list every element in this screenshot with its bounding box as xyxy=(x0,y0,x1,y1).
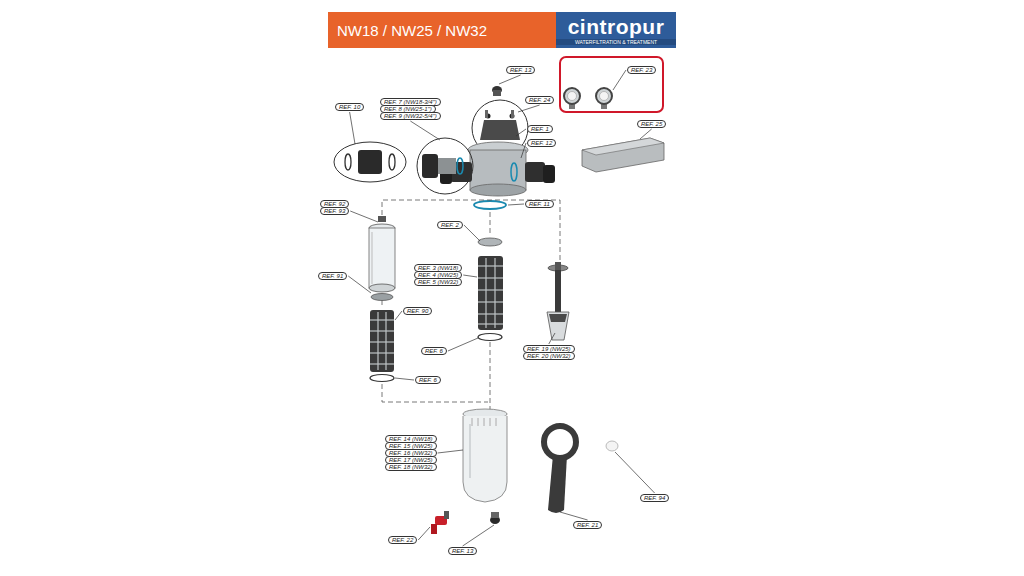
leader-line xyxy=(640,129,652,139)
callout-text: REF. 13 xyxy=(452,548,473,554)
leader-line xyxy=(615,452,655,493)
o-ring xyxy=(474,201,506,209)
callout-label: REF. 6 xyxy=(415,376,441,384)
leader-line xyxy=(508,204,524,205)
spindle-assembly xyxy=(547,262,569,340)
leader-line xyxy=(348,276,371,293)
leader-line xyxy=(410,121,440,140)
spanner xyxy=(544,426,576,513)
clear-cartridge xyxy=(369,216,395,301)
callout-text: REF. 91 xyxy=(322,273,343,279)
leader-line xyxy=(464,225,480,241)
leader-line xyxy=(395,311,402,320)
callout-text: REF. 24 xyxy=(529,97,550,103)
leader-line xyxy=(463,275,477,277)
callout-label: REF. 13 xyxy=(448,547,477,555)
callout-label: REF. 5 (NW32) xyxy=(414,278,462,286)
mesh-cartridge xyxy=(370,310,394,382)
callout-text: REF. 93 xyxy=(324,208,345,214)
callout-text: REF. 21 xyxy=(577,522,598,528)
leader-line xyxy=(448,338,478,351)
callout-text: REF. 9 (NW32-5/4") xyxy=(384,113,437,119)
callout-text: REF. 22 xyxy=(392,537,413,543)
callout-label: REF. 11 xyxy=(525,200,554,208)
highlight-frame xyxy=(560,57,663,112)
leader-line xyxy=(613,70,626,90)
callout-text: REF. 20 (NW32) xyxy=(527,353,571,359)
callout-text: REF. 11 xyxy=(529,201,550,207)
callout-label: REF. 10 xyxy=(335,103,364,111)
plug xyxy=(492,86,502,96)
cap xyxy=(606,441,618,451)
callout-label: REF. 20 (NW32) xyxy=(523,352,575,360)
callout-text: REF. 18 (NW32) xyxy=(389,464,433,470)
leader-line xyxy=(499,75,521,84)
filter-head xyxy=(440,100,555,196)
callout-text: REF. 6 xyxy=(419,377,437,383)
title-text: cintropur xyxy=(568,15,665,39)
callout-label: REF. 94 xyxy=(640,494,669,502)
callout-label: REF. 93 xyxy=(320,207,349,215)
callout-label: REF. 23 xyxy=(627,66,656,74)
drain-valve xyxy=(431,511,449,534)
callout-label: REF. 13 xyxy=(506,66,535,74)
leader-line xyxy=(560,512,588,520)
callout-label: REF. 90 xyxy=(403,307,432,315)
leader-line xyxy=(438,450,463,453)
callout-label: REF. 2 xyxy=(437,221,463,229)
callout-text: REF. 10 xyxy=(339,104,360,110)
callout-label: REF. 21 xyxy=(573,521,602,529)
callout-text: REF. 90 xyxy=(407,308,428,314)
callout-text: REF. 13 xyxy=(510,67,531,73)
connector-detail xyxy=(417,138,473,194)
callout-text: REF. 2 xyxy=(441,222,459,228)
leader-line xyxy=(418,527,430,540)
callout-text: REF. 1 xyxy=(531,126,549,132)
callout-label: REF. 1 xyxy=(527,125,553,133)
leader-line xyxy=(350,211,378,222)
logo-box: cintropurWATERFILTRATION & TREATMENT xyxy=(556,12,676,48)
title-text: NW18 / NW25 / NW32 xyxy=(337,22,487,39)
subtitle-text: WATERFILTRATION & TREATMENT xyxy=(556,39,676,45)
callout-label: REF. 12 xyxy=(527,139,556,147)
leader-line xyxy=(395,378,414,380)
title-band: NW18 / NW25 / NW32 xyxy=(328,12,556,48)
callout-label: REF. 24 xyxy=(525,96,554,104)
leader-line xyxy=(521,143,526,158)
union-detail xyxy=(334,142,406,182)
callout-label: REF. 18 (NW32) xyxy=(385,463,437,471)
callout-text: REF. 5 (NW32) xyxy=(418,279,458,285)
pressure-gauges xyxy=(564,88,612,109)
callout-label: REF. 9 (NW32-5/4") xyxy=(380,112,441,120)
drain-plug xyxy=(490,512,500,524)
leader-line xyxy=(516,129,526,136)
callout-text: REF. 25 xyxy=(641,121,662,127)
leader-line xyxy=(549,333,555,344)
callout-text: REF. 12 xyxy=(531,140,552,146)
leader-line xyxy=(518,105,540,112)
leader-line xyxy=(463,525,494,546)
callout-text: REF. 23 xyxy=(631,67,652,73)
wall-bracket xyxy=(582,138,664,172)
leader-line xyxy=(350,112,355,144)
callout-label: REF. 25 xyxy=(637,120,666,128)
callout-text: REF. 94 xyxy=(644,495,665,501)
callout-text: REF. 6 xyxy=(425,348,443,354)
guide-lines xyxy=(382,200,560,410)
callout-label: REF. 6 xyxy=(421,347,447,355)
main-cartridge xyxy=(478,238,503,341)
callout-label: REF. 22 xyxy=(388,536,417,544)
filter-bowl xyxy=(463,409,507,502)
callout-label: REF. 91 xyxy=(318,272,347,280)
